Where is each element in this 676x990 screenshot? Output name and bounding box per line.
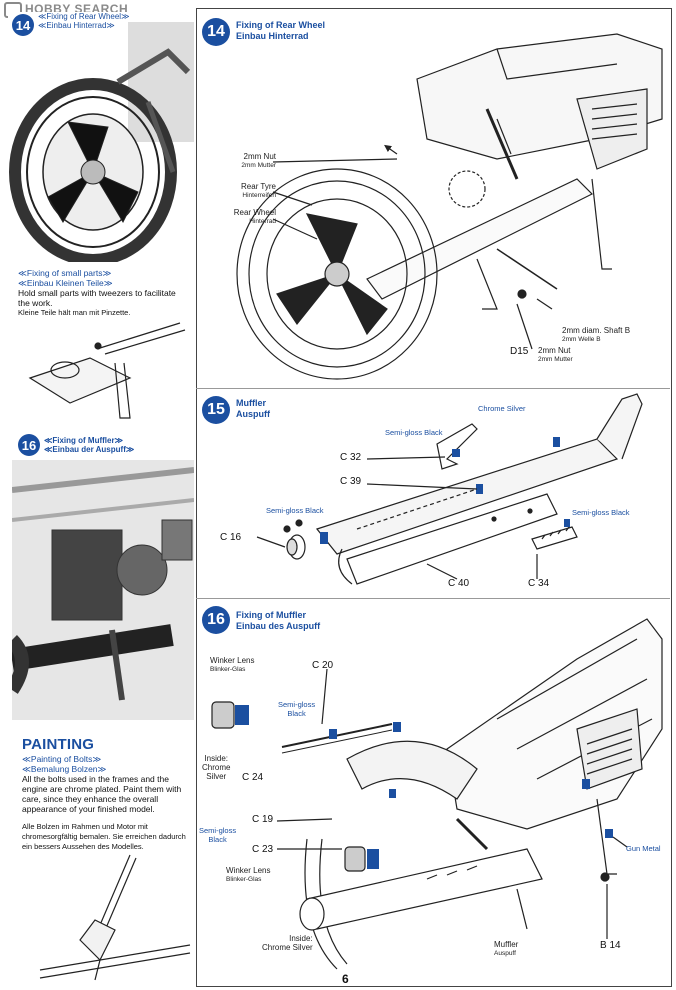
step-16-badge: 16 (202, 606, 230, 634)
step-16-diagram (211, 618, 663, 970)
part-c40: C 40 (448, 578, 470, 589)
small-parts-title-de: ≪Einbau Kleinen Teile≫ (18, 278, 113, 288)
step-16-title: Fixing of Muffler Einbau des Auspuff (236, 610, 320, 632)
semigloss-a1: Semi-gloss (278, 700, 316, 709)
winker1-de: Blinker-Glas (210, 666, 246, 673)
part-c24: C 24 (242, 772, 264, 783)
gun-metal-label: Gun Metal (626, 844, 661, 853)
small-parts-text-en: Hold small parts with tweezers to facili… (18, 288, 176, 308)
step-14-photo-caption: ≪Fixing of Rear Wheel≫ ≪Einbau Hinterrad… (38, 12, 129, 30)
divider-15-16 (196, 598, 670, 599)
step-15-title-en: Muffler (236, 398, 266, 408)
step-14-tyre-label: Rear Tyre Hinterreifen (228, 182, 276, 200)
step-14-photo-badge: 14 (12, 14, 34, 36)
nut2-label-de: 2mm Mutter (538, 356, 573, 363)
painting-heading: PAINTING (22, 736, 95, 753)
inside-chrome-label-1: Inside: Chrome Silver (202, 754, 230, 781)
muffler-en: Muffler (494, 940, 519, 949)
semigloss-label-1: Semi-gloss Black (385, 428, 443, 437)
divider-14-15 (196, 388, 670, 389)
step-16-photo-caption: ≪Fixing of Muffler≫ ≪Einbau der Auspuff≫ (44, 436, 134, 454)
small-parts-title-en: ≪Fixing of small parts≫ (18, 268, 112, 278)
step-15-title: Muffler Auspuff (236, 398, 270, 420)
small-parts-note: ≪Fixing of small parts≫ ≪Einbau Kleinen … (18, 268, 188, 318)
part-b14: B 14 (600, 940, 621, 951)
shaft-label-de: 2mm Welle B (562, 336, 601, 343)
nut-label-en: 2mm Nut (243, 152, 276, 161)
step-15-diagram (256, 393, 643, 585)
chrome-silver-label: Chrome Silver (478, 404, 526, 413)
semigloss-label-3: Semi-gloss Black (572, 508, 630, 517)
painting-text-en: All the bolts used in the frames and the… (22, 774, 182, 814)
step-14-wheel-label: Rear Wheel Hinterrad (228, 208, 276, 226)
page-number: 6 (342, 972, 349, 986)
painting-sub-en: ≪Painting of Bolts≫ (22, 754, 102, 764)
step-14-title-en: Fixing of Rear Wheel (236, 20, 326, 30)
step-16-photo-title-en: ≪Fixing of Muffler≫ (44, 436, 123, 445)
winker2-en: Winker Lens (226, 866, 271, 875)
semigloss-a2: Black (287, 709, 306, 718)
rear-wheel-photo: 14 ≪Fixing of Rear Wheel≫ ≪Einbau Hinter… (8, 12, 194, 266)
tyre-label-de: Hinterreifen (242, 192, 276, 199)
part-c34: C 34 (528, 578, 550, 589)
muffler-photo (6, 460, 195, 720)
small-parts-text-de: Kleine Teile hält man mit Pinzette. (18, 308, 131, 317)
part-d15: D15 (510, 346, 529, 357)
step-14-photo-title-en: ≪Fixing of Rear Wheel≫ (38, 12, 130, 21)
step-14-nut-label: 2mm Nut 2mm Mutter (228, 152, 276, 170)
step-15-title-de: Auspuff (236, 409, 270, 419)
step-14-nut2-label: 2mm Nut 2mm Mutter (538, 346, 573, 364)
bolt-painting-illustration (20, 850, 192, 985)
step-15-badge: 15 (202, 396, 230, 424)
step-14-shaft-label: 2mm diam. Shaft B 2mm Welle B (562, 326, 630, 344)
wheel-label-en: Rear Wheel (233, 208, 276, 217)
step-14-title: Fixing of Rear Wheel Einbau Hinterrad (236, 20, 325, 42)
winker-lens-label-2: Winker Lens Blinker-Glas (226, 866, 270, 884)
inside-chrome-b: Chrome Silver (262, 943, 313, 952)
inside3: Silver (206, 772, 227, 781)
step-14-title-de: Einbau Hinterrad (236, 31, 309, 41)
instruction-frame (196, 8, 672, 987)
semigloss-label-2: Semi-gloss Black (266, 506, 324, 515)
winker-lens-label-1: Winker Lens Blinker-Glas (210, 656, 254, 674)
painting-section: ≪Painting of Bolts≫ ≪Bemalung Bolzen≫ Al… (22, 754, 190, 852)
inside-chrome-label-2: Inside: Chrome Silver (262, 934, 313, 952)
part-c16: C 16 (220, 532, 242, 543)
inside2: Chrome (202, 763, 231, 772)
nut-label-de: 2mm Mutter (241, 162, 276, 169)
step-14-photo-title-de: ≪Einbau Hinterrad≫ (38, 21, 115, 30)
shaft-label-en: 2mm diam. Shaft B (562, 326, 631, 335)
wheel-label-de: Hinterrad (249, 218, 276, 225)
painting-text-de: Alle Bolzen im Rahmen und Motor mit chro… (22, 822, 186, 851)
part-c32: C 32 (340, 452, 362, 463)
step-16-photo-badge: 16 (18, 434, 40, 456)
step-14-badge: 14 (202, 18, 230, 46)
semigloss-label-a: Semi-gloss Black (278, 700, 315, 718)
semigloss-label-b: Semi-gloss Black (199, 826, 236, 844)
step-14-diagram (236, 33, 663, 380)
step-16-photo-title-de: ≪Einbau der Auspuff≫ (44, 445, 135, 454)
winker1-en: Winker Lens (210, 656, 255, 665)
tweezers-illustration (20, 318, 190, 428)
semigloss-b2: Black (208, 835, 227, 844)
nut2-label-en: 2mm Nut (538, 346, 571, 355)
muffler-de: Auspuff (494, 950, 516, 957)
part-c19: C 19 (252, 814, 274, 825)
part-c20: C 20 (312, 660, 334, 671)
step-16-title-en: Fixing of Muffler (236, 610, 306, 620)
inside-chrome-a: Inside: (289, 934, 313, 943)
part-c39: C 39 (340, 476, 362, 487)
inside1: Inside: (204, 754, 229, 763)
tyre-label-en: Rear Tyre (241, 182, 276, 191)
semigloss-b1: Semi-gloss (199, 826, 237, 835)
muffler-label: Muffler Auspuff (494, 940, 518, 958)
painting-sub-de: ≪Bemalung Bolzen≫ (22, 764, 107, 774)
winker2-de: Blinker-Glas (226, 876, 262, 883)
part-c23: C 23 (252, 844, 274, 855)
step-16-title-de: Einbau des Auspuff (236, 621, 321, 631)
